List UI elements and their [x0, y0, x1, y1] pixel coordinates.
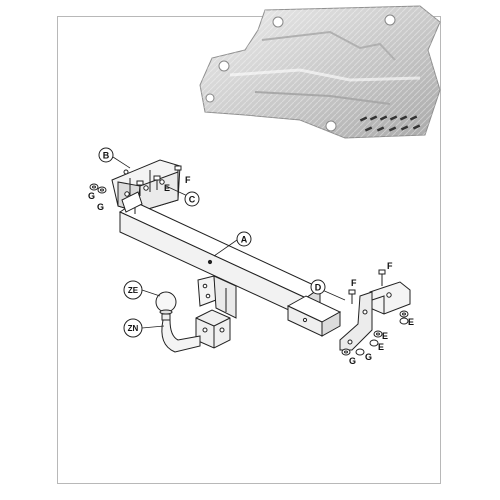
callout-zn: ZN	[123, 318, 143, 338]
bolt-icon	[174, 165, 182, 186]
hardware-label-g: G	[349, 356, 356, 366]
callout-label: ZN	[128, 324, 139, 333]
callout-label: ZE	[128, 286, 139, 295]
hardware-label-g: G	[365, 352, 372, 362]
callout-label: A	[241, 235, 248, 245]
callout-label: B	[103, 151, 110, 161]
bolt-icon	[348, 289, 356, 304]
nut-icon	[399, 310, 409, 325]
callout-a: A	[236, 231, 252, 247]
bolt-icon	[378, 269, 386, 286]
hardware-label-g: G	[88, 191, 95, 201]
page-border	[57, 16, 441, 484]
hardware-label-g: G	[97, 202, 104, 212]
washer-icon	[341, 348, 365, 356]
bolt-icon	[153, 175, 161, 190]
nut-icon	[97, 186, 107, 194]
callout-label: C	[189, 195, 196, 205]
hardware-label-e: E	[382, 331, 388, 341]
washer-icon	[89, 183, 99, 191]
callout-b: B	[98, 147, 114, 163]
right-bracket-icon	[339, 281, 411, 351]
crossbar-extension-icon	[286, 295, 342, 337]
callout-ze: ZE	[123, 280, 143, 300]
hardware-label-f: F	[387, 261, 393, 271]
hardware-label-e: E	[408, 317, 414, 327]
callout-d: D	[310, 279, 326, 295]
hardware-label-f: F	[185, 175, 191, 185]
callout-label: D	[315, 283, 322, 293]
heat-shield-photo-icon	[199, 5, 441, 139]
socket-plate-icon	[197, 275, 237, 319]
left-hardware-icon	[89, 165, 182, 206]
hardware-label-e: E	[164, 183, 170, 193]
callout-c: C	[184, 191, 200, 207]
nut-icon	[369, 330, 383, 347]
hardware-label-f: F	[351, 278, 357, 288]
tow-ball-icon	[155, 291, 201, 353]
bolt-icon	[136, 180, 144, 196]
right-hardware-icon	[341, 269, 409, 356]
towbar-mount-icon	[195, 309, 231, 349]
hardware-label-e: E	[378, 342, 384, 352]
